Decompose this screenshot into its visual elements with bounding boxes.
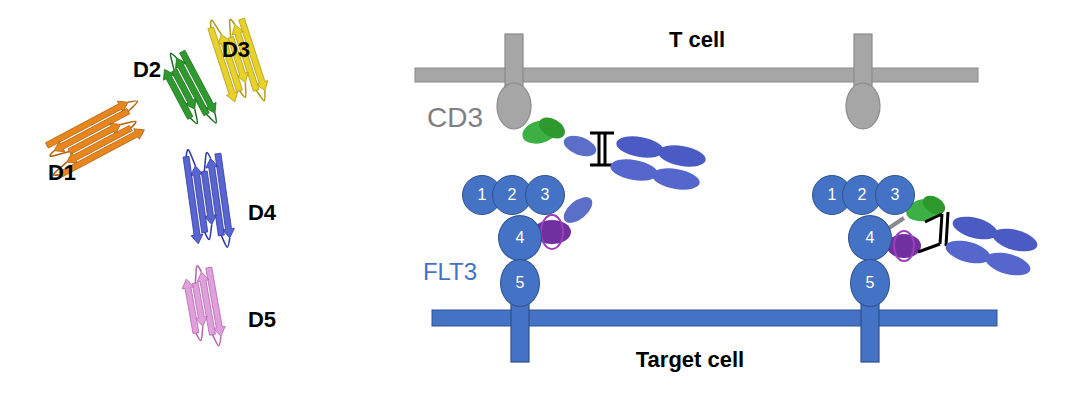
t-cell-membrane	[415, 68, 978, 82]
domain-number: 3	[891, 187, 900, 203]
domain-d5	[182, 266, 225, 346]
domain-d4	[183, 150, 234, 248]
domain-d2	[163, 50, 216, 123]
domain-number: 4	[516, 230, 525, 246]
receptor-label: CD3	[427, 104, 483, 132]
domain-circle: 4	[498, 215, 542, 261]
domain-label: D5	[248, 309, 276, 331]
domain-number: 1	[478, 187, 487, 203]
domain-number: 2	[508, 187, 517, 203]
domain-number: 1	[828, 187, 837, 203]
protein-structure	[45, 18, 267, 346]
domain-circle: 3	[525, 175, 565, 215]
cell-label: T cell	[669, 29, 725, 51]
domain-d3	[208, 18, 268, 102]
domain-circle: 3	[875, 175, 915, 215]
domain-number: 4	[866, 230, 875, 246]
domain-label: D4	[248, 202, 276, 224]
domain-number: 5	[516, 275, 525, 291]
domain-number: 5	[866, 275, 875, 291]
receptor-label: FLT3	[423, 260, 477, 284]
domain-number: 2	[858, 187, 867, 203]
domain-circle: 5	[500, 259, 540, 307]
domain-circle: 4	[848, 215, 892, 261]
bispecific-antibody	[520, 113, 708, 249]
domain-label: D3	[222, 39, 250, 61]
domain-number: 3	[541, 187, 550, 203]
domain-label: D1	[48, 162, 76, 184]
domain-label: D2	[133, 59, 161, 81]
cell-label: Target cell	[636, 349, 744, 371]
domain-circle: 5	[850, 259, 890, 307]
